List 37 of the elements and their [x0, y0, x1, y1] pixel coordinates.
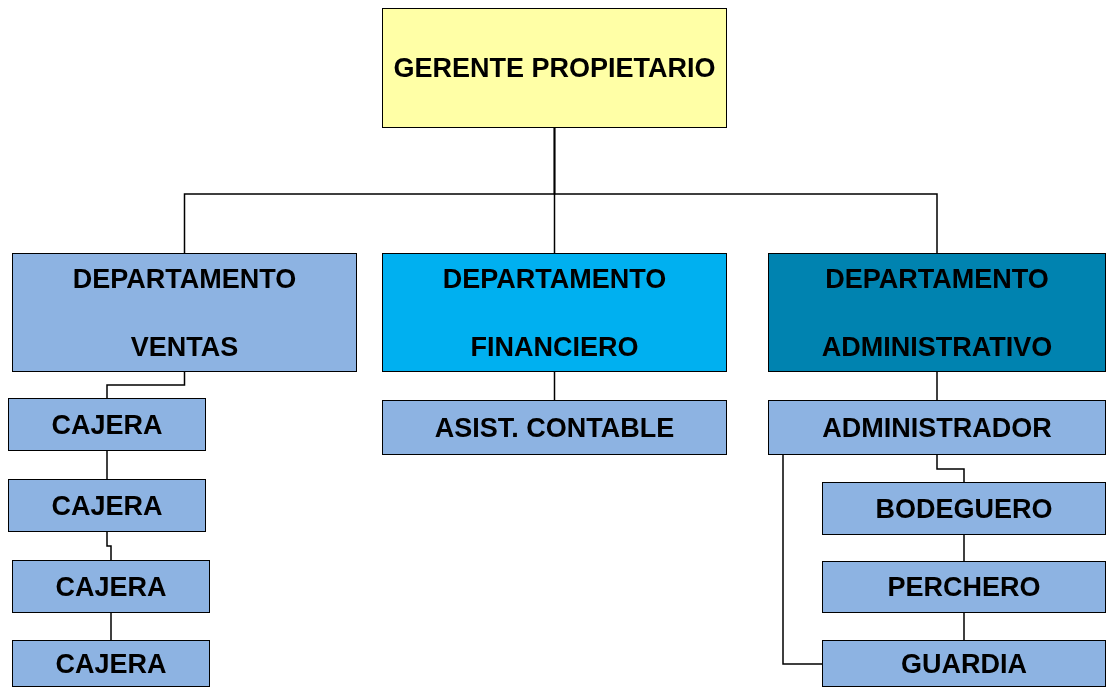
- position-title: BODEGUERO: [874, 492, 1054, 525]
- org-chart-box: [382, 253, 727, 372]
- position-title: DEPARTAMENTO FINANCIERO: [441, 262, 668, 364]
- connector-line: [963, 612, 965, 641]
- connector-line: [553, 371, 556, 401]
- connector-line: [106, 531, 112, 561]
- org-chart-box: [822, 640, 1106, 687]
- connector-line: [106, 450, 108, 480]
- org-chart-box: [382, 8, 727, 128]
- position-title: CAJERA: [50, 408, 164, 441]
- connector-line: [782, 454, 823, 665]
- position-title: CAJERA: [54, 570, 168, 603]
- org-chart-box: [12, 253, 357, 372]
- org-chart-box: [12, 640, 210, 687]
- position-title: GERENTE PROPIETARIO: [392, 52, 717, 85]
- position-title: DEPARTAMENTO ADMINISTRATIVO: [820, 262, 1054, 364]
- connector-line: [106, 371, 186, 399]
- position-title: GUARDIA: [900, 647, 1028, 680]
- connector-line: [553, 127, 938, 254]
- position-title: ADMINISTRADOR: [821, 411, 1053, 444]
- position-title: ASIST. CONTABLE: [433, 411, 676, 444]
- connector-line: [963, 534, 965, 562]
- position-title: CAJERA: [54, 647, 168, 680]
- position-title: DEPARTAMENTO VENTAS: [71, 262, 298, 364]
- org-chart-box: [8, 398, 206, 451]
- position-title: PERCHERO: [886, 571, 1042, 603]
- org-chart-box: [822, 561, 1106, 613]
- org-chart-box: [768, 400, 1106, 455]
- connector-line: [936, 454, 965, 483]
- org-chart-box: [768, 253, 1106, 372]
- position-title: CAJERA: [50, 489, 164, 522]
- org-chart-box: [822, 482, 1106, 535]
- org-chart-box: [8, 479, 206, 532]
- connector-line: [936, 371, 938, 401]
- org-chart-box: [12, 560, 210, 613]
- connector-line: [110, 612, 112, 641]
- org-chart-box: [382, 400, 727, 455]
